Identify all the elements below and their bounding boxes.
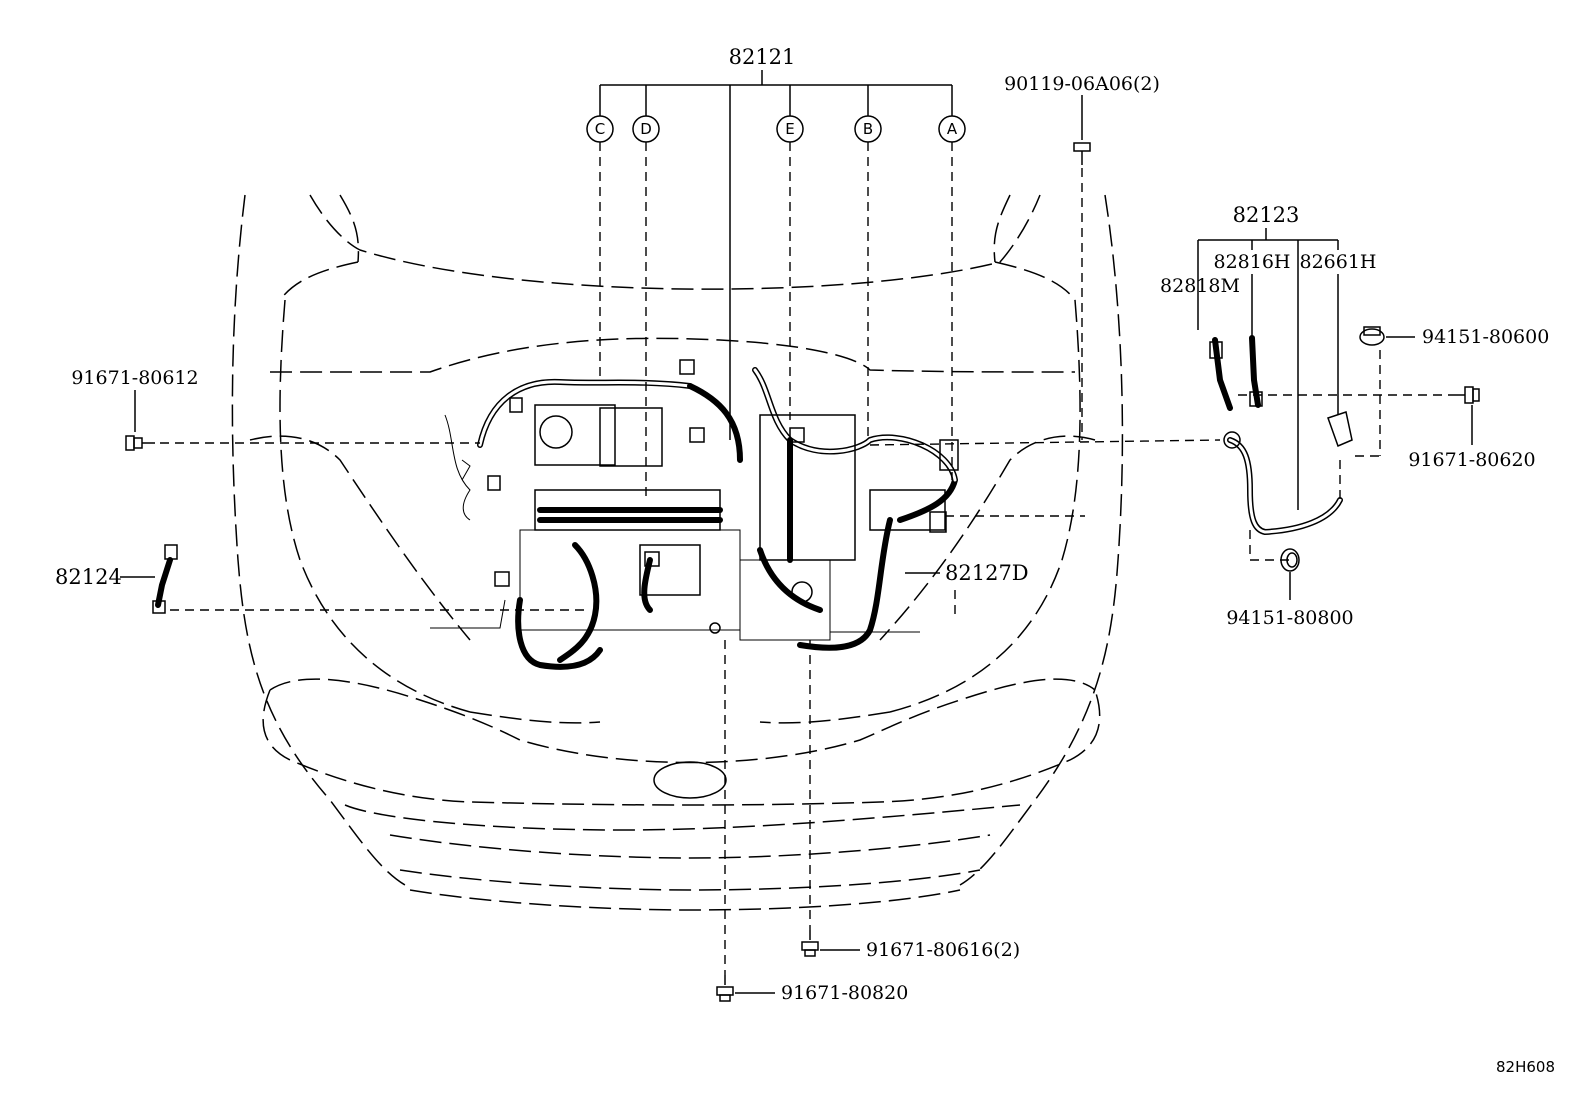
bolt-left-label: 91671-80612	[71, 367, 198, 389]
harness-d-label: 82127D	[945, 561, 1029, 585]
bolt-icon	[716, 975, 734, 1002]
diagram-code: 82H608	[1496, 1058, 1555, 1076]
sensor-wire-label: 82124	[55, 565, 122, 589]
relay-b-label: 82661H	[1299, 251, 1376, 273]
callout-a: A	[938, 115, 966, 143]
nut-right-top-label: 94151-80600	[1422, 326, 1549, 348]
relay-a-label: 82816H	[1213, 251, 1290, 273]
nut-icon	[1280, 548, 1300, 572]
bolt-icon	[1455, 386, 1480, 404]
nut-right-bottom-label: 94151-80800	[1226, 607, 1353, 629]
vehicle-body-outline	[231, 194, 1124, 911]
part-bolt-right: 91671-80620	[1408, 386, 1536, 471]
bolt-icon	[1073, 142, 1091, 165]
part-bolt-left: 91671-80612	[71, 367, 480, 451]
bolt-bottom-b-label: 91671-80820	[781, 982, 908, 1004]
callout-d: D	[632, 115, 660, 143]
relay-b-icon	[1327, 411, 1353, 448]
connector-icon	[1209, 337, 1233, 411]
relay-a-icon	[1249, 335, 1263, 408]
callout-tree-82121: 82121 C D E B A	[586, 45, 966, 500]
part-bolt-top: 90119-06A06(2)	[1004, 73, 1160, 440]
callout-c: C	[586, 115, 614, 143]
part-nut-right-top: 94151-80600	[1359, 326, 1549, 348]
connector-label: 82818M	[1160, 275, 1240, 297]
callout-a-letter: A	[947, 120, 958, 138]
sub-harness-label: 82123	[1233, 203, 1300, 227]
sensor-icon	[152, 544, 178, 614]
main-harness-label: 82121	[729, 45, 796, 69]
nut-icon	[1359, 326, 1385, 346]
callout-e: E	[776, 115, 804, 143]
bolt-bottom-a-label: 91671-80616(2)	[866, 939, 1020, 961]
bolt-top-label: 90119-06A06(2)	[1004, 73, 1160, 95]
part-nut-right-bottom: 94151-80800	[1226, 548, 1354, 629]
callout-d-letter: D	[640, 120, 652, 138]
callout-e-letter: E	[785, 120, 794, 138]
callout-b-letter: B	[863, 120, 873, 138]
bolt-icon	[801, 930, 819, 957]
part-harness-d: 82127D	[905, 515, 1085, 615]
callout-c-letter: C	[595, 120, 605, 138]
bolt-icon	[125, 435, 155, 451]
part-bolt-bottom-b: 91671-80820	[716, 640, 908, 1004]
bolt-right-label: 91671-80620	[1408, 449, 1535, 471]
part-bolt-bottom-a: 91671-80616(2)	[801, 640, 1020, 961]
engine-harness-drawing	[430, 359, 959, 670]
sub-harness-82123: 82123 82816H 82661H 82818M	[1160, 203, 1455, 561]
part-sensor-wire: 82124	[55, 544, 590, 614]
callout-b: B	[854, 115, 882, 143]
